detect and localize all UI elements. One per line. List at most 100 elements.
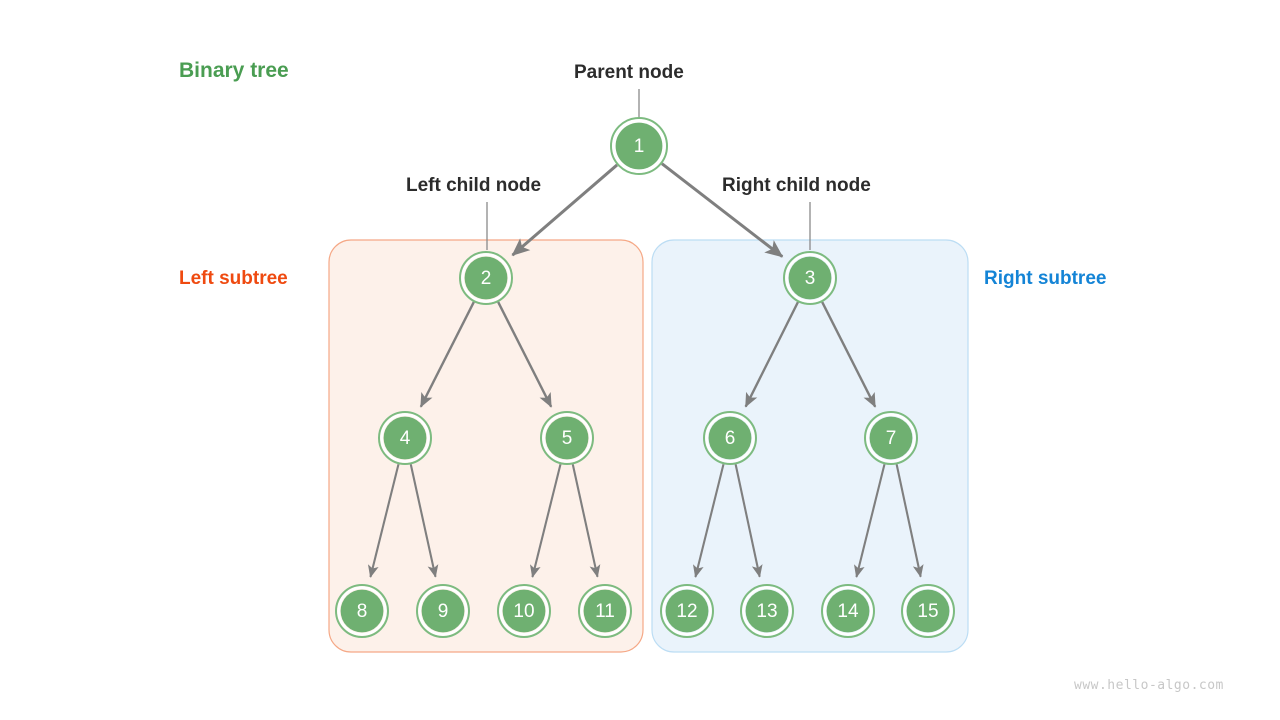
annotation-left-subtree: Left subtree bbox=[179, 268, 288, 289]
node-disc bbox=[502, 589, 546, 633]
node-value-label: 5 bbox=[562, 428, 573, 449]
node-white-ring bbox=[705, 413, 755, 463]
node-disc bbox=[788, 256, 832, 300]
tree-node-7: 7 bbox=[864, 411, 918, 465]
node-value-label: 10 bbox=[513, 601, 534, 622]
node-value-label: 13 bbox=[756, 601, 777, 622]
tree-node-9: 9 bbox=[416, 584, 470, 638]
node-disc bbox=[708, 416, 752, 460]
node-white-ring bbox=[461, 253, 511, 303]
tree-edge-n5-n11 bbox=[571, 464, 601, 578]
tree-edge-n2-n4 bbox=[419, 301, 475, 408]
node-outer-ring bbox=[660, 584, 714, 638]
node-white-ring bbox=[662, 586, 712, 636]
tree-edge-n4-n9 bbox=[409, 464, 439, 578]
node-value-label: 2 bbox=[481, 268, 492, 289]
node-value-label: 4 bbox=[400, 428, 411, 449]
watermark: www.hello-algo.com bbox=[1074, 678, 1224, 693]
tree-node-1: 1 bbox=[610, 117, 668, 175]
annotation-leader-lines bbox=[486, 89, 811, 250]
node-value-label: 12 bbox=[676, 601, 697, 622]
node-disc bbox=[745, 589, 789, 633]
node-disc bbox=[545, 416, 589, 460]
node-white-ring bbox=[542, 413, 592, 463]
tree-node-4: 4 bbox=[378, 411, 432, 465]
tree-edge-n7-n14 bbox=[853, 463, 886, 578]
node-outer-ring bbox=[497, 584, 551, 638]
node-disc bbox=[826, 589, 870, 633]
node-outer-ring bbox=[703, 411, 757, 465]
node-value-label: 1 bbox=[634, 136, 645, 157]
node-outer-ring bbox=[610, 117, 668, 175]
node-value-label: 6 bbox=[725, 428, 736, 449]
tree-node-15: 15 bbox=[901, 584, 955, 638]
tree-edge-n4-n8 bbox=[367, 463, 400, 578]
tree-edge-n7-n15 bbox=[895, 464, 924, 578]
node-outer-ring bbox=[378, 411, 432, 465]
node-outer-ring bbox=[459, 251, 513, 305]
node-outer-ring bbox=[578, 584, 632, 638]
node-white-ring bbox=[612, 119, 666, 173]
node-disc bbox=[869, 416, 913, 460]
node-value-label: 8 bbox=[357, 601, 368, 622]
node-value-label: 14 bbox=[837, 601, 859, 622]
tree-node-12: 12 bbox=[660, 584, 714, 638]
node-disc bbox=[421, 589, 465, 633]
tree-node-13: 13 bbox=[740, 584, 794, 638]
node-disc bbox=[906, 589, 950, 633]
annotation-right-subtree: Right subtree bbox=[984, 268, 1107, 289]
subtree-boxes bbox=[328, 239, 969, 653]
tree-node-5: 5 bbox=[540, 411, 594, 465]
tree-node-14: 14 bbox=[821, 584, 875, 638]
node-disc bbox=[464, 256, 508, 300]
left-subtree-box bbox=[328, 239, 644, 653]
node-white-ring bbox=[499, 586, 549, 636]
tree-edge-n3-n6 bbox=[744, 301, 799, 408]
tree-edge-n6-n12 bbox=[692, 463, 725, 578]
node-white-ring bbox=[337, 586, 387, 636]
page-title: Binary tree bbox=[179, 59, 289, 82]
node-disc bbox=[615, 122, 663, 170]
node-white-ring bbox=[866, 413, 916, 463]
node-disc bbox=[340, 589, 384, 633]
node-disc bbox=[383, 416, 427, 460]
node-outer-ring bbox=[416, 584, 470, 638]
tree-node-8: 8 bbox=[335, 584, 389, 638]
node-value-label: 7 bbox=[886, 428, 897, 449]
annotation-left-child-node: Left child node bbox=[406, 175, 542, 196]
tree-edge-n1-n2 bbox=[511, 163, 619, 257]
node-value-label: 3 bbox=[805, 268, 816, 289]
node-white-ring bbox=[785, 253, 835, 303]
node-white-ring bbox=[380, 413, 430, 463]
tree-edge-n1-n3 bbox=[661, 162, 784, 258]
node-outer-ring bbox=[821, 584, 875, 638]
node-outer-ring bbox=[540, 411, 594, 465]
node-value-label: 11 bbox=[595, 601, 615, 622]
node-white-ring bbox=[903, 586, 953, 636]
node-white-ring bbox=[580, 586, 630, 636]
node-white-ring bbox=[823, 586, 873, 636]
node-white-ring bbox=[418, 586, 468, 636]
node-outer-ring bbox=[335, 584, 389, 638]
tree-edge-n6-n13 bbox=[734, 464, 763, 578]
node-outer-ring bbox=[783, 251, 837, 305]
tree-node-6: 6 bbox=[703, 411, 757, 465]
node-value-label: 15 bbox=[917, 601, 938, 622]
tree-node-3: 3 bbox=[783, 251, 837, 305]
node-disc bbox=[583, 589, 627, 633]
node-outer-ring bbox=[901, 584, 955, 638]
node-outer-ring bbox=[864, 411, 918, 465]
tree-edge-n3-n7 bbox=[821, 301, 877, 408]
tree-edges bbox=[367, 162, 924, 578]
annotation-right-child-node: Right child node bbox=[722, 175, 871, 196]
annotation-parent-node: Parent node bbox=[574, 62, 684, 83]
tree-node-2: 2 bbox=[459, 251, 513, 305]
tree-edge-n2-n5 bbox=[497, 301, 553, 408]
node-outer-ring bbox=[740, 584, 794, 638]
node-value-label: 9 bbox=[438, 601, 449, 622]
tree-node-11: 11 bbox=[578, 584, 632, 638]
tree-edge-n5-n10 bbox=[529, 463, 562, 578]
